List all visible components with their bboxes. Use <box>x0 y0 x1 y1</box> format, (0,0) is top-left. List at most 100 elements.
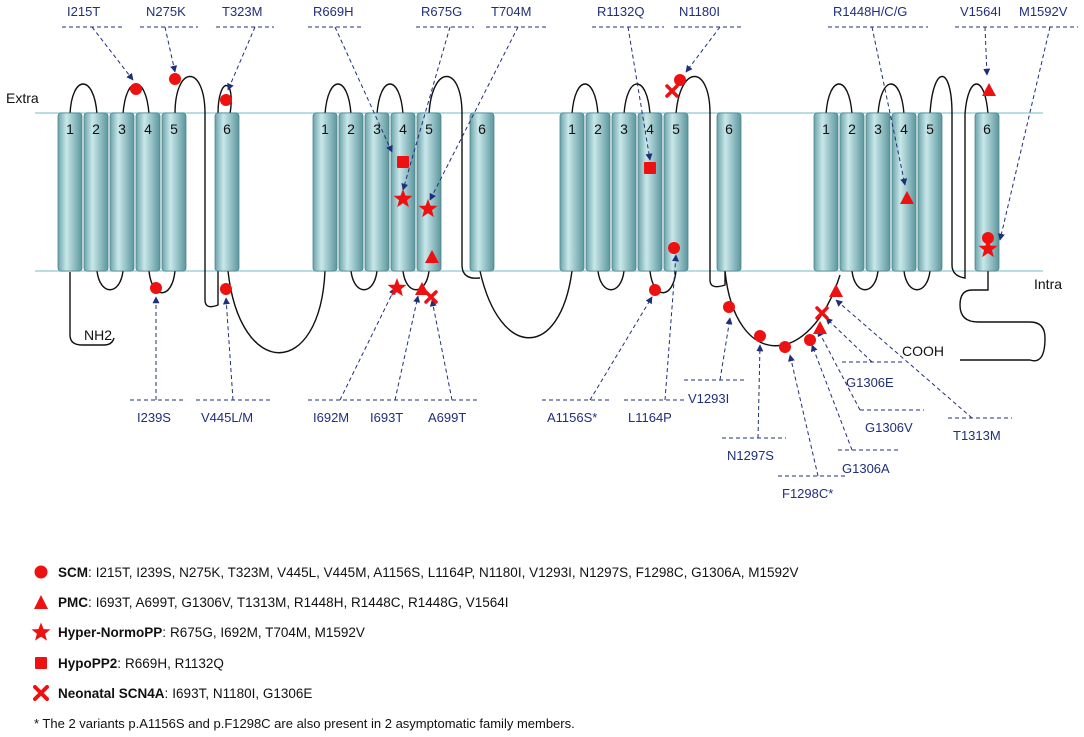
marker-circle <box>150 282 162 294</box>
marker-circle <box>220 94 232 106</box>
marker-star <box>978 239 998 258</box>
label-i239s: I239S <box>137 410 171 425</box>
segment-number: 3 <box>874 121 882 137</box>
label-g1306v: G1306V <box>865 420 913 435</box>
segment-number: 6 <box>725 121 733 137</box>
segment-number: 6 <box>983 121 991 137</box>
label-r1132q: R1132Q <box>597 4 644 19</box>
segment-number: 3 <box>373 121 381 137</box>
marker-triangle <box>900 191 914 204</box>
label-t704m: T704M <box>491 4 531 19</box>
footnote: * The 2 variants p.A1156S and p.F1298C a… <box>34 716 575 731</box>
label-v1564i: V1564I <box>960 4 1001 19</box>
label-n1180i: N1180I <box>679 4 720 19</box>
cross-icon <box>30 683 52 703</box>
marker-circle <box>220 283 232 295</box>
mutation-labels: I215T N275K T323M R669H R675G T704M R113… <box>67 4 1068 501</box>
helix-d1-s1 <box>57 112 83 272</box>
segment-number: 1 <box>568 121 576 137</box>
label-t323m: T323M <box>222 4 262 19</box>
label-n275k: N275K <box>146 4 186 19</box>
marker-triangle <box>425 250 439 263</box>
legend-name: Neonatal SCN4A <box>58 685 165 701</box>
segment-number: 5 <box>425 121 433 137</box>
marker-circle <box>674 74 686 86</box>
label-r669h: R669H <box>313 4 353 19</box>
helix-d1-s2 <box>83 112 109 272</box>
marker-circle <box>130 83 142 95</box>
marker-circle <box>649 284 661 296</box>
helix-d1-s3 <box>109 112 135 272</box>
triangle-icon <box>30 592 52 612</box>
marker-triangle <box>982 83 996 96</box>
marker-circle <box>169 73 181 85</box>
marker-circle <box>668 242 680 254</box>
helix-d4-s6 <box>974 112 1000 272</box>
label-a699t: A699T <box>428 410 466 425</box>
segment-number: 6 <box>223 121 231 137</box>
label-i692m: I692M <box>313 410 349 425</box>
segment-number: 1 <box>66 121 74 137</box>
helix-d4-s2 <box>839 112 865 272</box>
marker-star <box>393 189 413 208</box>
marker-circle <box>754 330 766 342</box>
marker-cross <box>424 290 438 304</box>
segment-number: 4 <box>646 121 654 137</box>
segment-number: 1 <box>321 121 329 137</box>
marker-triangle <box>829 284 843 297</box>
segment-number: 5 <box>926 121 934 137</box>
legend-sep: : <box>88 564 92 580</box>
marker-star <box>418 199 438 218</box>
legend-row-scm: SCM: I215T, I239S, N275K, T323M, V445L, … <box>30 562 799 582</box>
legend-sep: : <box>164 685 169 701</box>
legend-items: I215T, I239S, N275K, T323M, V445L, V445M… <box>95 564 799 580</box>
legend-items: I693T, N1180I, G1306E <box>172 685 313 701</box>
segment-number: 5 <box>170 121 178 137</box>
segment-number: 1 <box>822 121 830 137</box>
legend-sep: : <box>88 594 92 610</box>
legend-items: R669H, R1132Q <box>125 655 224 671</box>
helix-d2-s5 <box>416 112 442 272</box>
legend-items: R675G, I692M, T704M, M1592V <box>170 624 365 640</box>
helix-d4-s5 <box>917 112 943 272</box>
helix-d3-s5 <box>663 112 689 272</box>
marker-square <box>644 162 656 174</box>
segment-number: 4 <box>900 121 908 137</box>
label-n1297s: N1297S <box>727 448 774 463</box>
legend-row-hyper-normopp: Hyper-NormoPP: R675G, I692M, T704M, M159… <box>30 622 365 642</box>
segment-number: 2 <box>92 121 100 137</box>
marker-circle <box>723 301 735 313</box>
segment-number: 2 <box>347 121 355 137</box>
label-t1313m: T1313M <box>953 428 1001 443</box>
segment-number: 3 <box>118 121 126 137</box>
marker-circle <box>779 341 791 353</box>
helix-d3-s3 <box>611 112 637 272</box>
helix-d1-s4 <box>135 112 161 272</box>
helix-d3-s4 <box>637 112 663 272</box>
helix-d3-s1 <box>559 112 585 272</box>
nterm-label: NH2 <box>84 327 112 343</box>
label-a1156s: A1156S* <box>547 410 597 425</box>
segment-number: 4 <box>144 121 152 137</box>
helix-d3-s2 <box>585 112 611 272</box>
intra-label: Intra <box>1034 276 1062 292</box>
segment-number: 3 <box>620 121 628 137</box>
marker-circle <box>804 334 816 346</box>
label-f1298c: F1298C* <box>782 486 833 501</box>
legend-name: SCM <box>58 564 88 580</box>
segment-number: 4 <box>399 121 407 137</box>
label-r675g: R675G <box>421 4 462 19</box>
circle-icon <box>30 562 52 582</box>
helix-d2-s1 <box>312 112 338 272</box>
mutation-markers <box>130 73 998 353</box>
label-m1592v: M1592V <box>1019 4 1068 19</box>
legend-sep: : <box>162 624 167 640</box>
label-underlines <box>62 26 1078 477</box>
segment-number: 6 <box>478 121 486 137</box>
label-v1293i: V1293I <box>688 391 729 406</box>
helix-d4-s3 <box>865 112 891 272</box>
channel-topology-diagram: Extra Intra NH2 COOH <box>6 4 1078 501</box>
legend-items: I693T, A699T, G1306V, T1313M, R1448H, R1… <box>95 594 509 610</box>
marker-star <box>387 278 407 297</box>
square-icon <box>30 653 52 673</box>
